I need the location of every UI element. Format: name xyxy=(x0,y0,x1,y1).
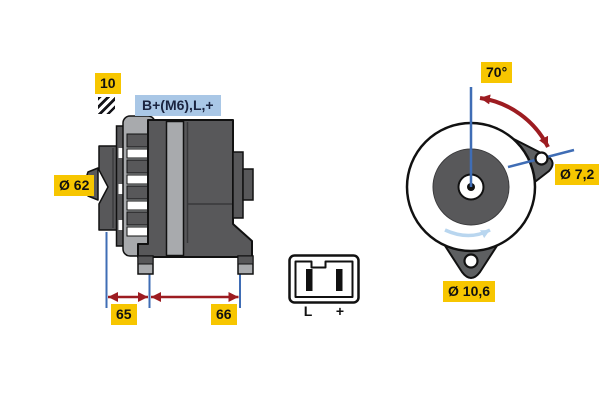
dimension-66-label: 66 xyxy=(211,304,237,325)
dimension-65-label: 65 xyxy=(111,304,137,325)
front-view-drawing xyxy=(405,87,575,279)
stator-band xyxy=(165,120,185,257)
angle-arc-arrow xyxy=(479,94,550,148)
plug-pin-plus xyxy=(336,269,343,291)
connector-drawing xyxy=(288,254,360,304)
pulley-diameter-label: Ø 62 xyxy=(54,175,95,196)
plug-pin-l-label: L xyxy=(303,303,313,319)
bottom-lug-hole-diameter-label: Ø 10,6 xyxy=(443,281,496,302)
plug-pin-l xyxy=(306,269,313,291)
fan-dark-slots xyxy=(126,133,152,226)
b-plus-terminal-stud xyxy=(242,168,254,201)
lug-hole-diameter-label: Ø 7,2 xyxy=(555,164,600,185)
plug-housing-inner xyxy=(294,260,354,298)
side-view-drawing xyxy=(83,115,254,308)
rotation-arrow xyxy=(444,228,491,239)
lower-lug-hole xyxy=(463,253,479,269)
belt-profile-hatch-icon xyxy=(98,97,115,114)
mounting-foot-rear xyxy=(237,255,254,275)
plug-pin-plus-label: + xyxy=(335,303,345,319)
belt-width-label: 10 xyxy=(95,73,121,94)
b-plus-terminal-plate xyxy=(232,151,244,219)
mounting-angle-label: 70° xyxy=(481,62,513,83)
fan-strip-slots xyxy=(118,148,123,230)
upper-lug-hole xyxy=(534,151,549,166)
terminal-designation-label: B+(M6),L,+ xyxy=(135,95,221,116)
mounting-foot-front xyxy=(137,255,154,275)
